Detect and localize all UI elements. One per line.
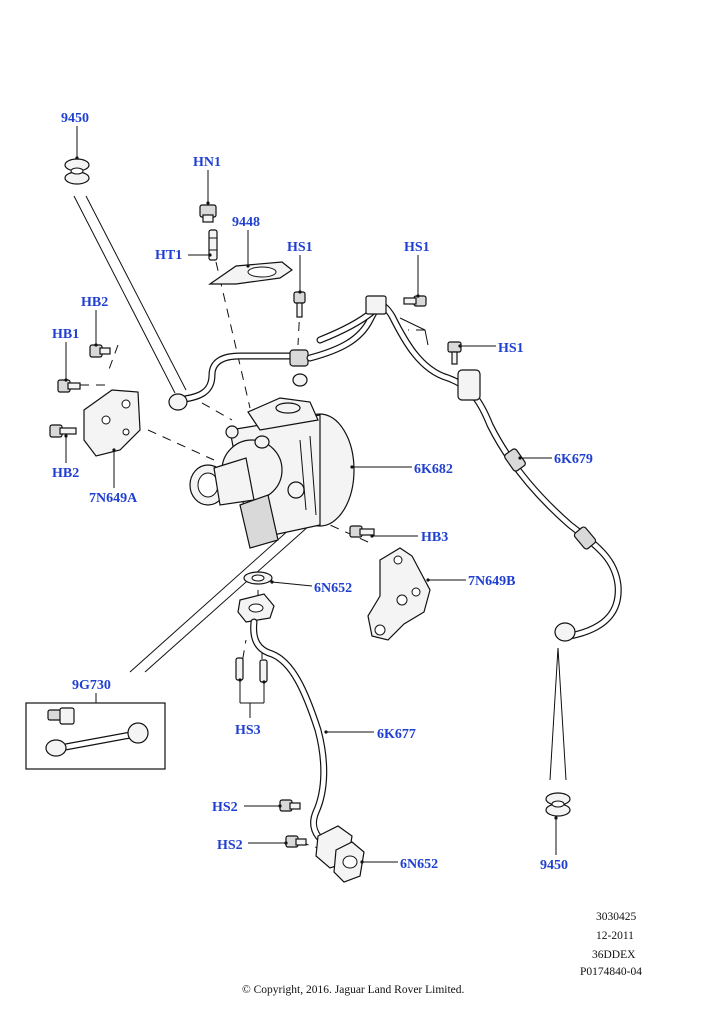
bolt-hs1-a [293,291,306,318]
bolt-hs2-lower [285,835,307,848]
pipe-left [168,349,309,411]
turbocharger-6k682 [189,397,355,549]
callout-labels: 9450 HN1 9448 HT1 HS1 HS1 HS1 HB2 HB1 HB… [52,111,593,873]
callout-hs1-b: HS1 [404,240,430,255]
callout-hs1-c: HS1 [498,341,524,356]
callout-hb2-top: HB2 [81,295,108,310]
bolt-hs2-upper [279,799,301,812]
leader-lines [64,126,558,864]
footer-ref-4: P0174840-04 [580,966,642,978]
bolt-hs1-b [403,295,427,307]
pipe-6k677 [250,618,328,846]
callout-6k682: 6K682 [414,462,453,477]
bolt-hb1 [57,379,81,393]
gasket-9450-bottom [545,792,571,817]
callout-hb3: HB3 [421,530,448,545]
callout-hs3: HS3 [235,723,261,738]
callout-hs2-upper: HS2 [212,800,238,815]
footer-ref-2: 12-2011 [596,930,634,942]
stud-ht1 [208,229,218,261]
footer-ref-3: 36DDEX [592,949,636,961]
studs-hs3 [235,657,268,683]
callout-hb2-bottom: HB2 [52,466,79,481]
callout-9g730: 9G730 [72,678,111,693]
callout-9450-bottom: 9450 [540,858,568,873]
gasket-6n652-upper [243,571,273,585]
callout-6n652-lower: 6N652 [400,857,438,872]
gasket-6n652-lower [333,841,365,883]
callout-9448: 9448 [232,215,260,230]
footer: 3030425 12-2011 36DDEX P0174840-04 © Cop… [242,911,642,996]
guide-lines [73,195,567,781]
callout-9450-top: 9450 [61,111,89,126]
nut-hn1 [199,204,217,223]
callout-hn1: HN1 [193,155,221,170]
footer-ref-1: 3030425 [596,911,637,923]
callout-hb1: HB1 [52,327,79,342]
copyright: © Copyright, 2016. Jaguar Land Rover Lim… [242,984,465,996]
gasket-9450-top [64,158,90,185]
bolt-hb3 [349,525,375,538]
pipe-6k679 [306,295,622,642]
callout-7n649b: 7N649B [468,574,515,589]
bracket-7n649b [367,547,431,641]
callout-6k679: 6K679 [554,452,593,467]
gasket-9448 [208,261,294,285]
inset-9g730 [25,702,166,770]
callout-6k677: 6K677 [377,727,416,742]
callout-hs2-lower: HS2 [217,838,243,853]
flange-upper [237,593,275,623]
bolt-hb2-top [89,344,111,358]
bracket-7n649a [83,389,141,457]
callout-7n649a: 7N649A [89,491,138,506]
callout-ht1: HT1 [155,248,182,263]
bolt-hb2-bottom [49,424,77,438]
callout-hs1-a: HS1 [287,240,313,255]
callout-6n652-upper: 6N652 [314,581,352,596]
